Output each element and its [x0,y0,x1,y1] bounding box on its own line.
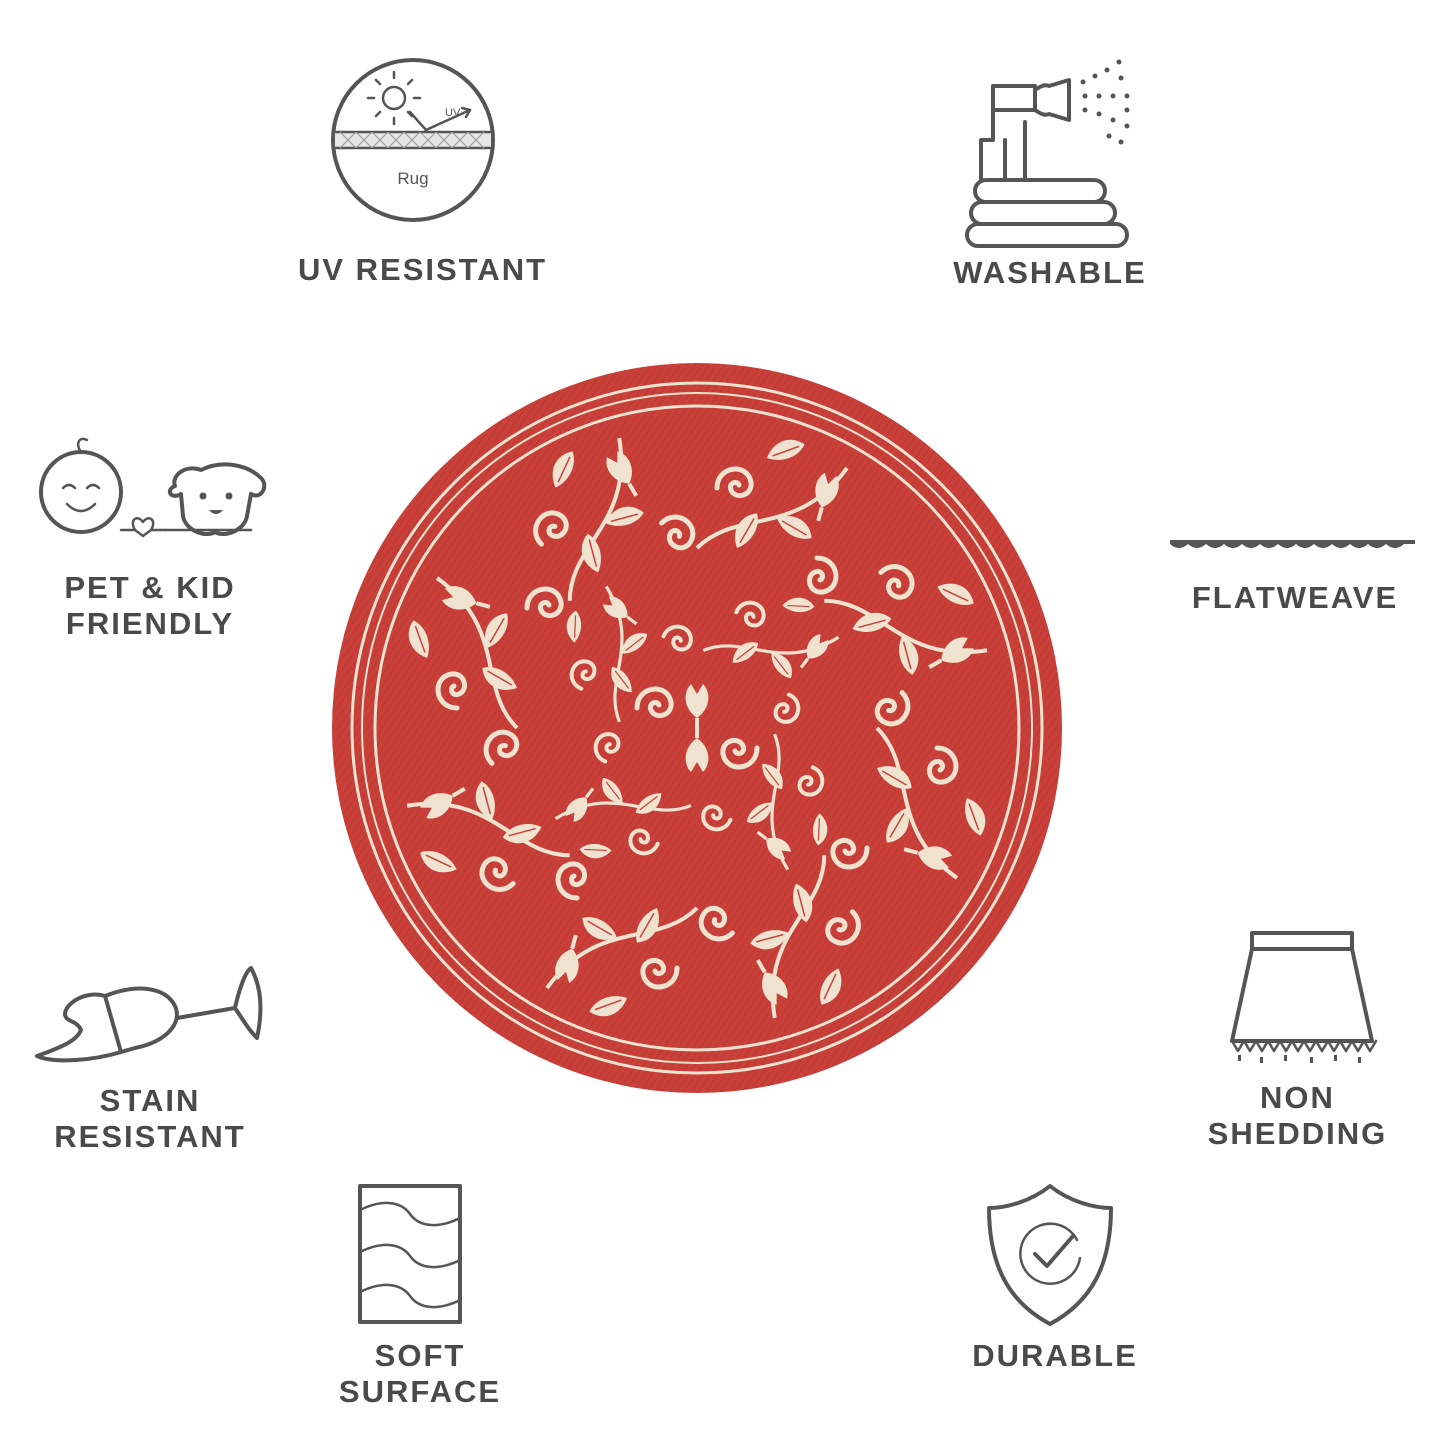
rug-text: Rug [397,169,428,188]
uv-sun-icon: UV Rug [331,58,495,222]
rug-graphic [332,363,1062,1093]
uv-resistant-label: UV RESISTANT [297,252,548,287]
feature-pet-kid-friendly: PET & KID FRIENDLY [25,430,280,645]
round-rug-image [332,307,1062,1149]
feature-washable: WASHABLE [945,50,1165,300]
pet-kid-friendly-label: PET & KID FRIENDLY [64,570,236,641]
feature-uv-resistant: UV Rug UV RESISTANT [290,58,560,300]
feature-non-shedding: NON SHEDDING [1200,925,1400,1160]
hose-spray-icon [965,59,1130,248]
feature-durable: DURABLE [955,1180,1165,1420]
durable-label: DURABLE [972,1338,1138,1373]
feature-stain-resistant: STAIN RESISTANT [25,960,275,1160]
washable-label: WASHABLE [953,255,1147,290]
flatweave-icon [1170,540,1415,548]
shield-check-icon [987,1184,1113,1326]
feature-soft-surface: SOFT SURFACE [290,1180,555,1420]
non-shedding-label: NON SHEDDING [1207,1080,1388,1151]
feature-flatweave: FLATWEAVE [1165,535,1425,625]
non-shedding-rug-icon [1230,931,1378,1063]
stain-resistant-label: STAIN RESISTANT [54,1083,246,1154]
flatweave-label: FLATWEAVE [1191,580,1399,615]
spilled-wine-glass-icon [35,966,263,1063]
soft-wave-icon [358,1184,462,1324]
baby-dog-icon [39,437,267,538]
soft-surface-label: SOFT SURFACE [338,1338,502,1409]
uv-text: UV [445,107,461,119]
